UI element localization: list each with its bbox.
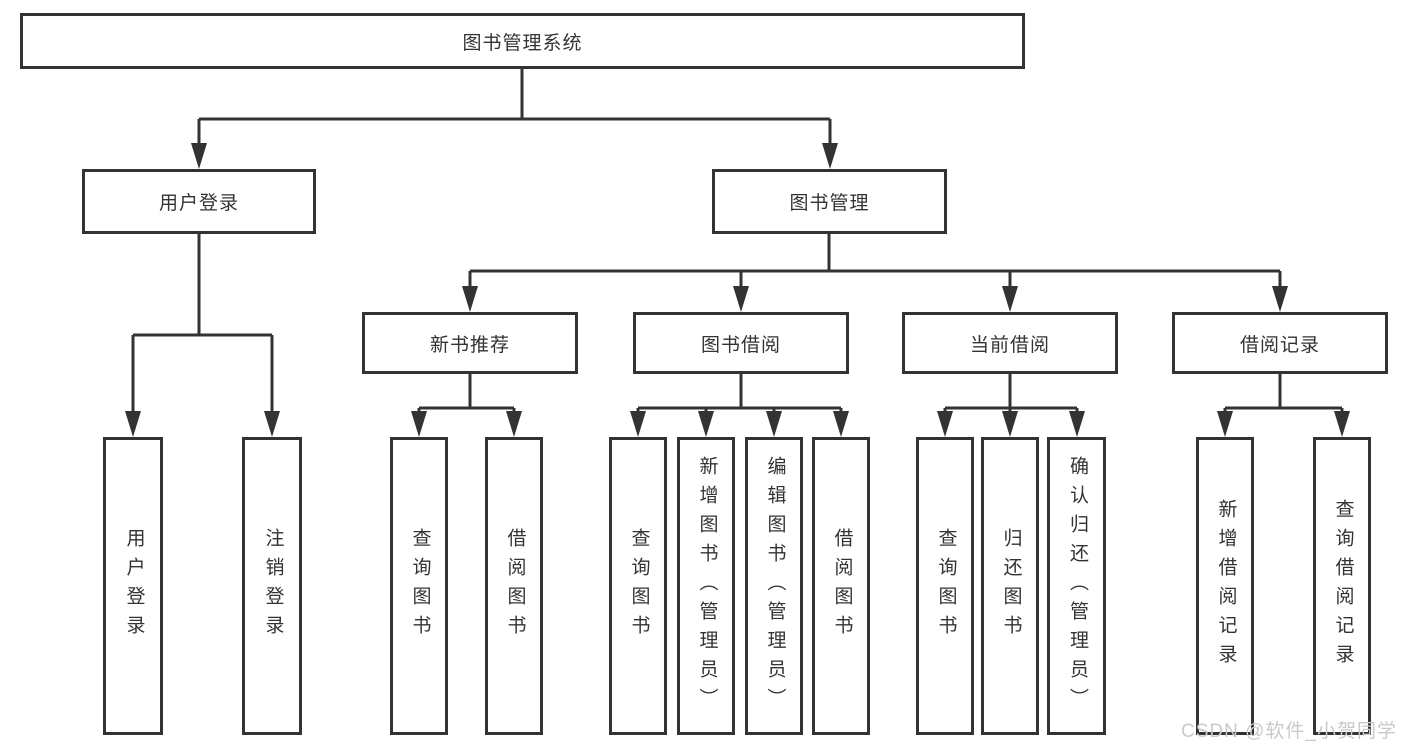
node-new-book-rec: 新书推荐: [362, 312, 578, 374]
leaf-cb-confirm-return: 确认归还（管理员）: [1047, 437, 1106, 735]
leaf-nbr-query-books: 查询图书: [390, 437, 448, 735]
csdn-watermark: CSDN @软件_小贺同学: [1181, 721, 1397, 742]
leaf-cb-query-books-label: 查询图书: [935, 528, 957, 644]
leaf-bb-query-books: 查询图书: [609, 437, 667, 735]
leaf-nbr-query-books-label: 查询图书: [409, 528, 431, 644]
node-borrow-record-label: 借阅记录: [1239, 334, 1320, 356]
node-book-borrow: 图书借阅: [633, 312, 849, 374]
leaf-br-add-record-label: 新增借阅记录: [1215, 499, 1237, 673]
leaf-bb-add-books: 新增图书（管理员）: [677, 437, 735, 735]
leaf-logout: 注销登录: [242, 437, 302, 735]
node-current-borrow: 当前借阅: [902, 312, 1118, 374]
leaf-bb-borrow-books: 借阅图书: [812, 437, 870, 735]
node-borrow-record: 借阅记录: [1172, 312, 1388, 374]
node-user-login-label: 用户登录: [158, 193, 239, 214]
node-root-label: 图书管理系统: [462, 32, 583, 54]
node-current-borrow-label: 当前借阅: [969, 334, 1050, 356]
node-user-login: 用户登录: [82, 169, 316, 234]
leaf-br-add-record: 新增借阅记录: [1196, 437, 1254, 735]
leaf-cb-return-books: 归还图书: [981, 437, 1039, 735]
node-book-mgmt: 图书管理: [712, 169, 947, 234]
node-new-book-rec-label: 新书推荐: [429, 334, 510, 356]
leaf-bb-edit-books: 编辑图书（管理员）: [745, 437, 803, 735]
leaf-cb-confirm-return-label: 确认归还（管理员）: [1066, 455, 1088, 717]
leaf-logout-label: 注销登录: [262, 528, 284, 644]
leaf-user-login-label: 用户登录: [123, 528, 145, 644]
leaf-br-query-record-label: 查询借阅记录: [1332, 499, 1354, 673]
leaf-nbr-borrow-books: 借阅图书: [485, 437, 543, 735]
node-book-mgmt-label: 图书管理: [789, 193, 870, 214]
leaf-br-query-record: 查询借阅记录: [1313, 437, 1371, 735]
leaf-bb-query-books-label: 查询图书: [628, 528, 650, 644]
leaf-cb-return-books-label: 归还图书: [1000, 528, 1022, 644]
leaf-nbr-borrow-books-label: 借阅图书: [504, 528, 526, 644]
leaf-cb-query-books: 查询图书: [916, 437, 974, 735]
leaf-bb-edit-books-label: 编辑图书（管理员）: [764, 455, 786, 717]
leaf-bb-borrow-books-label: 借阅图书: [831, 528, 853, 644]
leaf-bb-add-books-label: 新增图书（管理员）: [696, 455, 718, 717]
leaf-user-login: 用户登录: [103, 437, 163, 735]
node-book-borrow-label: 图书借阅: [700, 334, 781, 356]
node-root: 图书管理系统: [20, 13, 1025, 69]
